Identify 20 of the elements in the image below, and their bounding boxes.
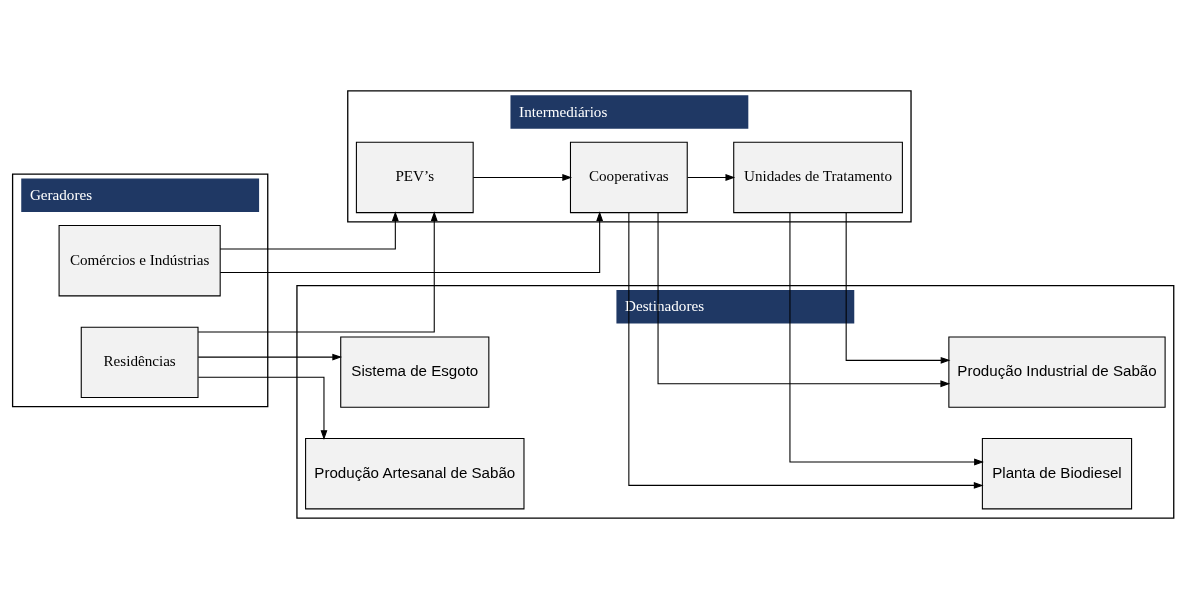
node-box: PEV’s (355, 141, 474, 213)
arrow (197, 376, 328, 440)
arrow (219, 210, 399, 250)
node-box: Produção Industrial de Sabão (948, 335, 1166, 408)
arrow (219, 210, 604, 273)
arrow (687, 173, 736, 181)
node-box: Comércios e Indústrias (58, 224, 221, 296)
node-box: Planta de Biodiesel (981, 437, 1133, 509)
node-box: Unidades de Tratamento (733, 141, 903, 213)
node-box: Cooperativas (569, 141, 688, 213)
arrow (197, 353, 343, 361)
node-box: Sistema de Esgoto (340, 335, 490, 408)
node-box: Produção Artesanal de Sabão (305, 437, 525, 509)
arrow (628, 211, 984, 489)
arrow (472, 173, 573, 181)
arrow (197, 210, 438, 333)
arrow (789, 211, 984, 465)
arrow (845, 211, 951, 364)
node-box: Residências (80, 326, 199, 398)
arrow (657, 211, 951, 387)
